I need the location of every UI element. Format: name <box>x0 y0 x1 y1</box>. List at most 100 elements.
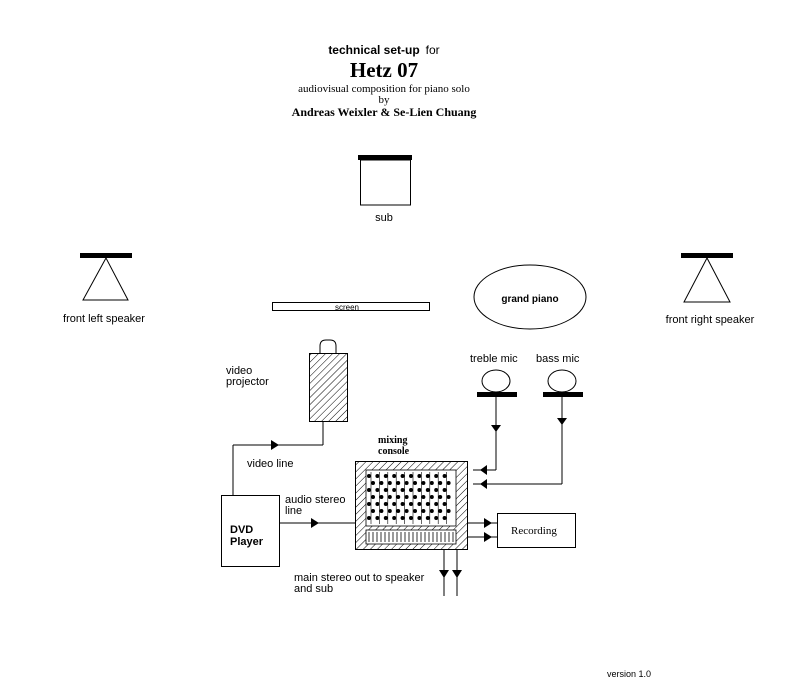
console-knob <box>392 488 397 492</box>
console-fader-bank <box>368 532 454 542</box>
console-knob <box>400 488 405 492</box>
console-knob <box>383 502 388 506</box>
front-right-speaker <box>681 253 733 303</box>
console-knob <box>371 509 375 513</box>
page-title: Hetz 07 <box>350 58 418 82</box>
console-knob <box>409 474 413 478</box>
console-knob <box>396 509 401 513</box>
treble-mic-arrow <box>491 425 501 432</box>
console-knob <box>413 509 417 513</box>
console-knob <box>367 474 371 478</box>
console-knob <box>446 481 451 485</box>
recording-lines <box>468 522 497 538</box>
audio-stereo-label-1: audio stereo <box>285 494 346 506</box>
video-projector <box>309 339 348 422</box>
console-knob <box>371 481 375 485</box>
bass-mic-arrow <box>557 418 567 425</box>
bass-mic <box>543 369 583 397</box>
mixing-console-label-2: console <box>378 446 410 457</box>
recording-arrow-2 <box>484 532 492 542</box>
console-knob <box>375 474 380 478</box>
console-knob <box>425 488 430 492</box>
console-knob <box>383 516 388 520</box>
console-knob <box>392 516 397 520</box>
console-knob <box>442 502 447 506</box>
treble-mic-label: treble mic <box>470 353 518 365</box>
treble-input-arrow <box>480 465 487 475</box>
console-knob <box>434 516 439 520</box>
console-knob <box>383 488 388 492</box>
treble-mic <box>477 369 517 397</box>
console-knob <box>442 516 447 520</box>
console-knob <box>446 495 451 499</box>
dvd-player <box>221 495 280 567</box>
console-knob <box>429 509 434 513</box>
console-knob <box>371 495 375 499</box>
console-knob <box>409 502 413 506</box>
video-projector-label-2: projector <box>226 376 269 388</box>
mixing-console <box>355 461 468 550</box>
front-left-speaker-label: front left speaker <box>63 313 145 325</box>
console-knob <box>379 481 384 485</box>
console-knob <box>421 495 426 499</box>
console-knob <box>442 488 447 492</box>
console-knob <box>387 481 392 485</box>
by-label: by <box>379 94 391 106</box>
version-label: version 1.0 <box>607 669 651 679</box>
screen <box>272 302 430 311</box>
bass-input-arrow <box>480 479 487 489</box>
console-knob <box>409 516 413 520</box>
mixing-console-label-1: mixing <box>378 435 407 446</box>
grand-piano <box>473 264 587 330</box>
video-projector-label-1: video <box>226 365 252 377</box>
audio-stereo-label-2: line <box>285 505 302 517</box>
console-knob <box>417 502 422 506</box>
console-knob <box>421 509 426 513</box>
console-knob <box>438 481 443 485</box>
console-knob <box>417 474 422 478</box>
console-knob <box>396 495 401 499</box>
console-knob <box>413 495 417 499</box>
console-knob <box>425 516 430 520</box>
recording-device <box>497 513 576 548</box>
dvd-player-label-2: Player <box>230 536 264 548</box>
console-knob <box>392 474 397 478</box>
console-knob <box>375 502 380 506</box>
authors-label: Andreas Weixler & Se-Lien Chuang <box>292 105 477 119</box>
bass-mic-label: bass mic <box>536 353 580 365</box>
console-knob <box>375 516 380 520</box>
console-knob <box>417 488 422 492</box>
front-left-speaker <box>80 253 132 301</box>
console-knob <box>396 481 401 485</box>
console-knob <box>400 502 405 506</box>
console-knob <box>375 488 380 492</box>
console-knob <box>387 495 392 499</box>
sub-label: sub <box>375 212 393 224</box>
console-knob <box>409 488 413 492</box>
console-knob <box>367 488 371 492</box>
grand-piano-label: grand piano <box>501 294 558 305</box>
console-knob <box>421 481 426 485</box>
console-knob <box>417 516 422 520</box>
video-line-label: video line <box>247 458 293 470</box>
main-out-arrow-right <box>452 570 462 578</box>
console-knob <box>434 502 439 506</box>
console-knob <box>429 495 434 499</box>
console-knob <box>425 502 430 506</box>
console-knob <box>404 495 409 499</box>
main-out-label-2: and sub <box>294 583 333 595</box>
console-knob <box>429 481 434 485</box>
console-knob <box>400 516 405 520</box>
console-knob <box>425 474 430 478</box>
main-out-arrow-left <box>439 570 449 578</box>
main-out-label-1: main stereo out to speaker <box>294 572 425 584</box>
recording-arrow-1 <box>484 518 492 528</box>
console-knob <box>446 509 451 513</box>
front-right-speaker-label: front right speaker <box>666 314 755 326</box>
mic-cables <box>473 397 563 485</box>
console-knob <box>404 509 409 513</box>
console-channel-strips <box>367 472 451 524</box>
console-knob <box>434 488 439 492</box>
